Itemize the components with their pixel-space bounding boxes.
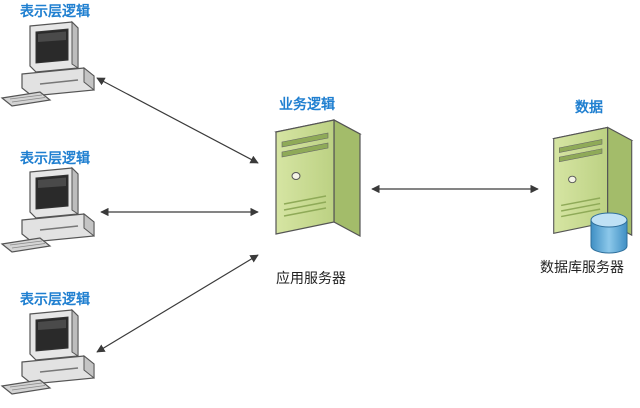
desktop-computer-icon: [1, 167, 95, 253]
data-tier-label: 数据: [575, 100, 603, 116]
arrow-client3-app: [96, 254, 259, 353]
server-tower-icon: [275, 119, 361, 237]
client-3-label: 表示层逻辑: [20, 292, 90, 308]
db-server-caption: 数据库服务器: [540, 260, 624, 276]
desktop-computer-icon: [1, 21, 95, 107]
database-cylinder-icon: [590, 212, 628, 254]
client-2-label: 表示层逻辑: [20, 151, 90, 167]
business-tier-label: 业务逻辑: [279, 97, 335, 113]
app-server-caption: 应用服务器: [276, 271, 346, 287]
client-1-label: 表示层逻辑: [20, 4, 90, 20]
desktop-computer-icon: [1, 309, 95, 395]
arrow-client1-app: [96, 77, 259, 164]
connections: [96, 77, 539, 353]
